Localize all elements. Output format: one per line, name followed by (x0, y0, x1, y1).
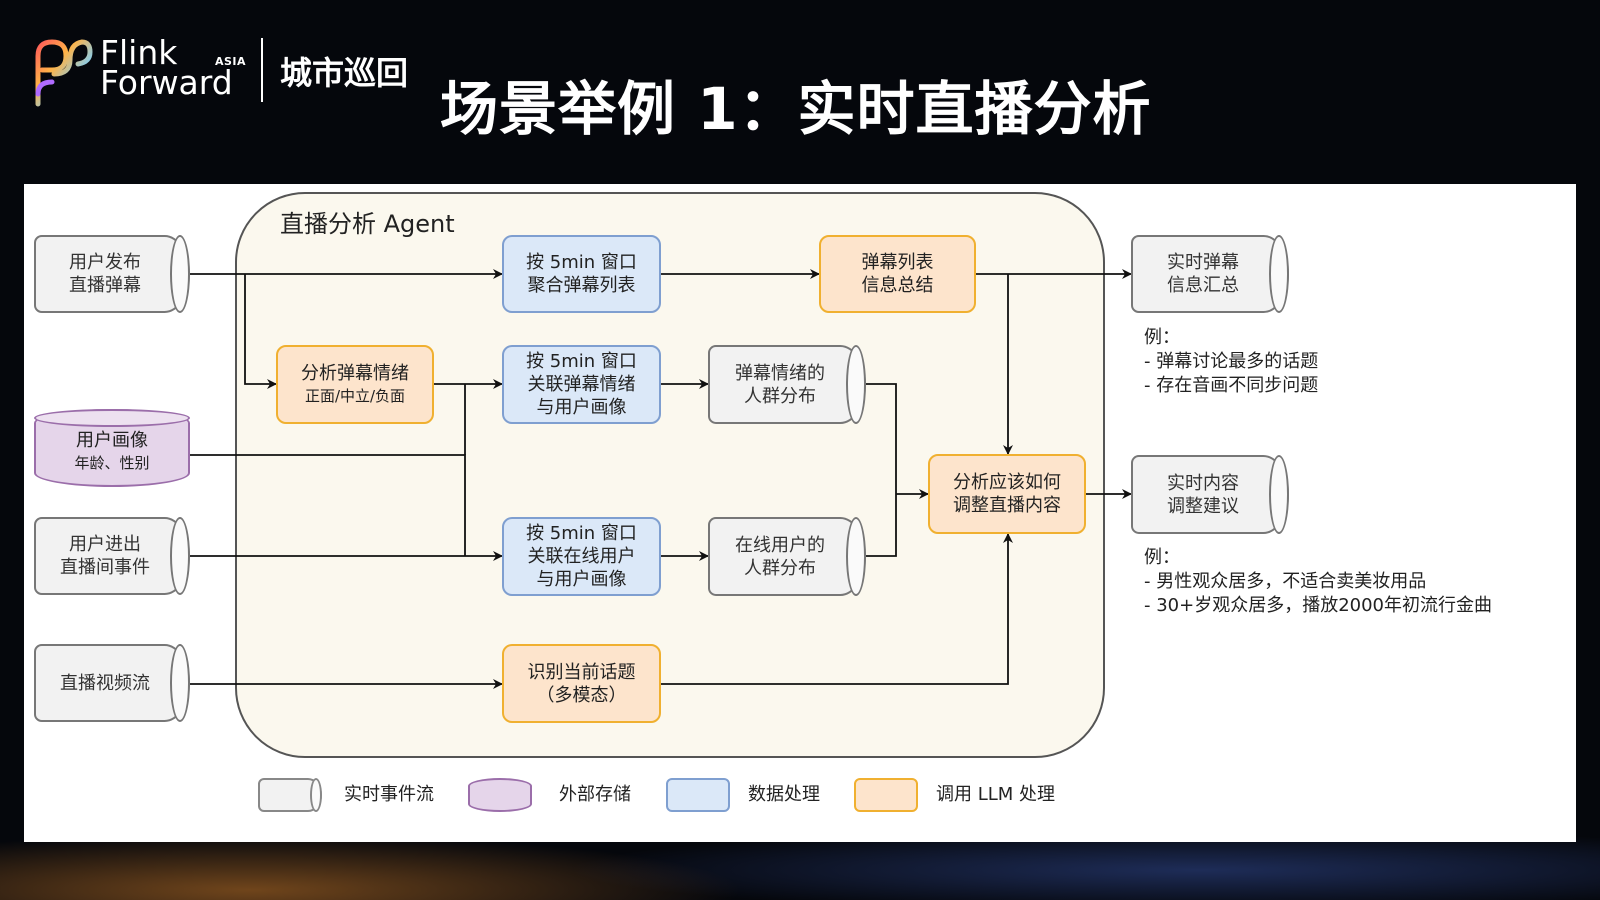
process-join-emotion-line-1: 按 5min 窗口 (526, 351, 637, 372)
input-danmu-line-1: 用户发布 (69, 252, 141, 273)
output-advice-line-2: 调整建议 (1167, 495, 1239, 517)
process-aggregate-line-2: 聚合弹幕列表 (527, 275, 636, 296)
arrow-danmu-to-emotion (244, 274, 277, 389)
process-join-emotion-line-3: 与用户画像 (536, 397, 627, 418)
brand-asia: ASIA (215, 55, 247, 68)
note-summary-line-3: - 存在音画不同步问题 (1144, 375, 1319, 396)
legend-storage-swatch (468, 778, 532, 812)
line-profile-bus (190, 454, 466, 556)
input-inout-line-2: 直播间事件 (60, 557, 150, 578)
llm-summary-box: 弹幕列表 信息总结 (819, 235, 976, 313)
llm-advice-line-2: 调整直播内容 (953, 495, 1061, 516)
output-advice-stream: 实时内容 调整建议 (1131, 455, 1289, 534)
stream-online-dist-line-2: 人群分布 (744, 557, 816, 579)
brand-divider (261, 38, 263, 102)
brand-city-tour: 城市巡回 (280, 54, 409, 92)
brand-wordmark: Flink Forward (100, 33, 233, 102)
input-profile-storage: 用户画像 年龄、性别 (34, 409, 190, 487)
llm-advice-box: 分析应该如何 调整直播内容 (928, 454, 1086, 534)
legend-storage-label: 外部存储 (559, 784, 631, 805)
llm-topic-line-2: （多模态） (536, 684, 627, 706)
note-advice-line-1: 例： (1144, 547, 1180, 568)
note-summary-line-1: 例： (1144, 327, 1180, 348)
input-danmu-stream: 用户发布 直播弹幕 (34, 235, 190, 313)
note-summary-line-2: - 弹幕讨论最多的话题 (1144, 351, 1319, 372)
process-aggregate-box: 按 5min 窗口 聚合弹幕列表 (502, 235, 661, 313)
stream-online-dist-line-1: 在线用户的 (735, 534, 825, 556)
flink-forward-logo-icon (35, 39, 93, 107)
output-summary-line-1: 实时弹幕 (1167, 252, 1239, 273)
brand-line-1: Flink (100, 33, 178, 72)
stream-online-dist: 在线用户的 人群分布 (708, 517, 866, 596)
arrow-dists-to-advice (866, 383, 928, 557)
legend-stream-label: 实时事件流 (344, 784, 434, 805)
output-advice-line-1: 实时内容 (1167, 472, 1239, 494)
legend-llm-label: 调用 LLM 处理 (936, 784, 1056, 805)
llm-topic-box: 识别当前话题 （多模态） (502, 644, 661, 723)
stream-emotion-dist: 弹幕情绪的 人群分布 (708, 345, 866, 424)
input-inout-line-1: 用户进出 (69, 534, 141, 555)
llm-summary-line-2: 信息总结 (861, 275, 934, 296)
llm-advice-line-1: 分析应该如何 (953, 472, 1061, 493)
agent-title: 直播分析 Agent (280, 210, 455, 238)
input-video-label: 直播视频流 (60, 672, 150, 694)
note-summary: 例： - 弹幕讨论最多的话题 - 存在音画不同步问题 (1144, 326, 1318, 398)
note-advice-line-3: - 30+岁观众居多，播放2000年初流行金曲 (1144, 595, 1493, 616)
arrow-topic-to-advice (661, 533, 1013, 685)
diagram-panel: 直播分析 Agent 用户发布 直播弹幕 (24, 184, 1576, 842)
process-join-emotion-box: 按 5min 窗口 关联弹幕情绪 与用户画像 (502, 345, 661, 424)
note-advice-line-2: - 男性观众居多，不适合卖美妆用品 (1144, 571, 1427, 592)
stream-emotion-dist-line-1: 弹幕情绪的 (735, 362, 825, 384)
process-join-online-line-3: 与用户画像 (536, 569, 627, 590)
note-advice: 例： - 男性观众居多，不适合卖美妆用品 - 30+岁观众居多，播放2000年初… (1144, 546, 1492, 618)
llm-summary-line-1: 弹幕列表 (861, 252, 934, 273)
input-danmu-line-2: 直播弹幕 (69, 275, 141, 296)
process-join-online-line-2: 关联在线用户 (527, 546, 636, 567)
process-join-online-box: 按 5min 窗口 关联在线用户 与用户画像 (502, 517, 661, 596)
legend-data-label: 数据处理 (748, 784, 820, 805)
output-summary-line-2: 信息汇总 (1167, 275, 1239, 296)
flow-arrows (190, 269, 1132, 689)
llm-topic-line-1: 识别当前话题 (527, 661, 636, 683)
legend-data-swatch (666, 778, 730, 812)
llm-emotion-line-2: 正面/中立/负面 (304, 386, 406, 405)
page-title: 场景举例 1：实时直播分析 (440, 75, 1152, 143)
input-inout-stream: 用户进出 直播间事件 (34, 517, 190, 595)
output-summary-stream: 实时弹幕 信息汇总 (1131, 235, 1289, 313)
legend-stream-swatch (258, 778, 322, 812)
process-aggregate-line-1: 按 5min 窗口 (526, 252, 637, 273)
llm-emotion-box: 分析弹幕情绪 正面/中立/负面 (276, 345, 434, 424)
stream-emotion-dist-line-2: 人群分布 (744, 385, 816, 407)
llm-emotion-line-1: 分析弹幕情绪 (301, 362, 409, 384)
brand-line-2: Forward (100, 63, 233, 102)
input-profile-line-2: 年龄、性别 (74, 454, 150, 472)
legend-llm-swatch (854, 778, 918, 812)
process-join-online-line-1: 按 5min 窗口 (526, 523, 637, 544)
input-profile-line-1: 用户画像 (76, 430, 148, 451)
input-video-stream: 直播视频流 (34, 644, 190, 722)
process-join-emotion-line-2: 关联弹幕情绪 (527, 374, 636, 395)
